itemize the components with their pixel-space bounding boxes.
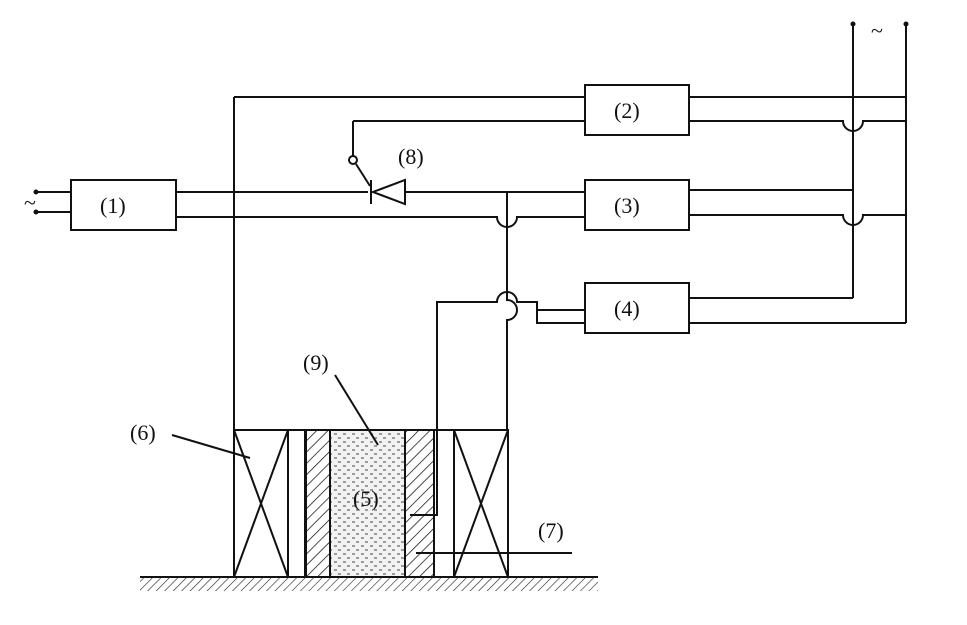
label-6: (6) xyxy=(130,420,156,445)
block-1 xyxy=(70,179,177,231)
right-supply-rails: ~ xyxy=(850,18,909,323)
label-2: (2) xyxy=(614,98,640,123)
wiring xyxy=(176,96,906,516)
label-1: (1) xyxy=(100,193,126,218)
ground-base xyxy=(140,576,598,591)
label-4: (4) xyxy=(614,296,640,321)
block-3 xyxy=(584,179,690,231)
label-7: (7) xyxy=(538,518,564,543)
diode-8 xyxy=(370,178,406,206)
right-supply-symbol: ~ xyxy=(871,18,883,43)
block-2 xyxy=(584,84,690,136)
leader-6 xyxy=(171,434,251,459)
block-4 xyxy=(584,282,690,334)
left-supply-input: ~ xyxy=(24,189,71,215)
leader-9 xyxy=(334,374,379,446)
left-supply-symbol: ~ xyxy=(24,190,36,215)
label-9: (9) xyxy=(303,350,329,375)
label-3: (3) xyxy=(614,193,640,218)
label-5: (5) xyxy=(353,486,379,511)
label-8: (8) xyxy=(398,144,424,169)
